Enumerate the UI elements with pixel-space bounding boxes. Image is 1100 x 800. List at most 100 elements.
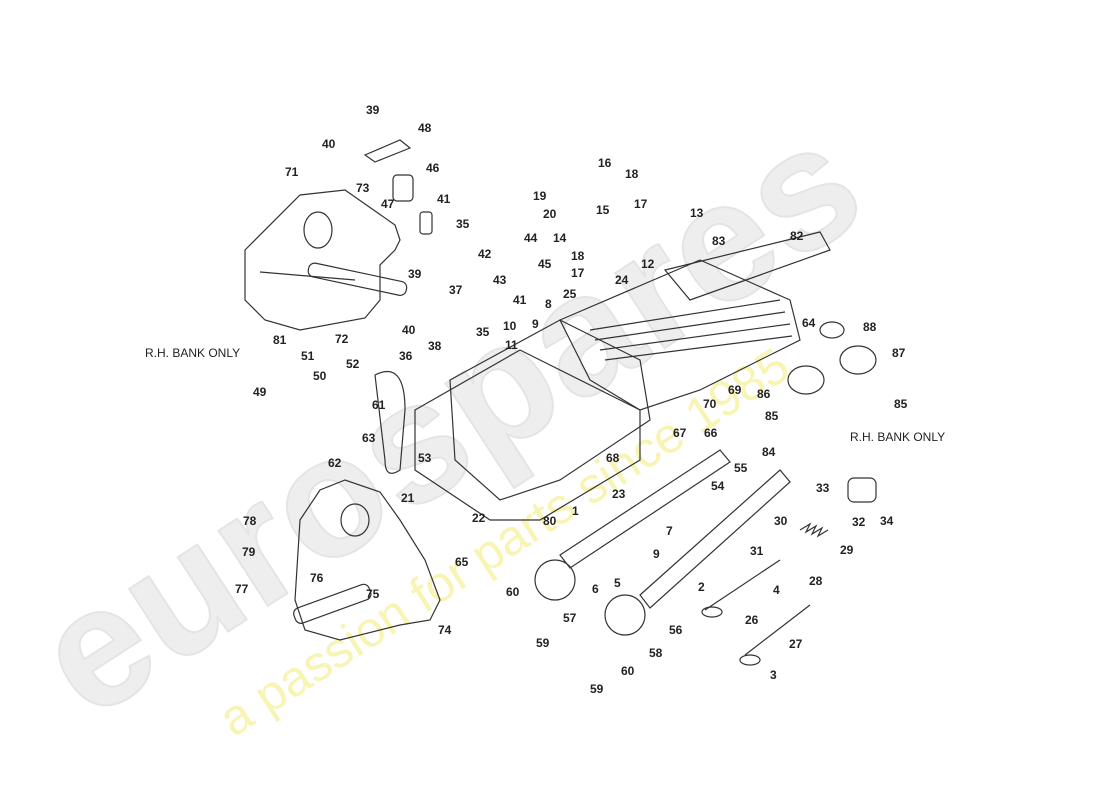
callout-48[interactable]: 48	[418, 121, 432, 135]
callout-39b[interactable]: 39	[408, 267, 422, 281]
callout-80[interactable]: 80	[543, 514, 557, 528]
callout-35b[interactable]: 35	[476, 325, 490, 339]
callout-68[interactable]: 68	[606, 451, 620, 465]
callout-87[interactable]: 87	[892, 346, 906, 360]
callout-37[interactable]: 37	[449, 283, 463, 297]
callout-71[interactable]: 71	[285, 165, 299, 179]
callout-67[interactable]: 67	[673, 426, 687, 440]
callout-78[interactable]: 78	[243, 514, 257, 528]
callout-54[interactable]: 54	[711, 479, 725, 493]
callout-6[interactable]: 6	[592, 582, 599, 596]
callout-82[interactable]: 82	[790, 229, 804, 243]
callout-77[interactable]: 77	[235, 582, 249, 596]
callout-42[interactable]: 42	[478, 247, 492, 261]
callout-75[interactable]: 75	[366, 587, 380, 601]
callout-9[interactable]: 9	[532, 317, 539, 331]
callout-58[interactable]: 58	[649, 646, 663, 660]
callout-23[interactable]: 23	[612, 487, 626, 501]
callout-65[interactable]: 65	[455, 555, 469, 569]
callout-43[interactable]: 43	[493, 273, 507, 287]
callout-76[interactable]: 76	[310, 571, 324, 585]
callout-22[interactable]: 22	[472, 511, 486, 525]
callout-60b[interactable]: 60	[621, 664, 635, 678]
camshaft-exhaust	[639, 469, 791, 609]
callout-45[interactable]: 45	[538, 257, 552, 271]
callout-36[interactable]: 36	[399, 349, 413, 363]
callout-64[interactable]: 64	[802, 316, 816, 330]
callout-30[interactable]: 30	[774, 514, 788, 528]
callout-26[interactable]: 26	[745, 613, 759, 627]
callout-85[interactable]: 85	[765, 409, 779, 423]
oil-cap-86	[787, 365, 825, 395]
callout-20[interactable]: 20	[543, 207, 557, 221]
callout-32[interactable]: 32	[852, 515, 866, 529]
callout-33[interactable]: 33	[816, 481, 830, 495]
callout-62[interactable]: 62	[328, 456, 342, 470]
callout-61[interactable]: 61	[372, 398, 386, 412]
callout-34[interactable]: 34	[880, 514, 894, 528]
callout-9b[interactable]: 9	[653, 547, 660, 561]
callout-40b[interactable]: 40	[402, 323, 416, 337]
callout-69[interactable]: 69	[728, 383, 742, 397]
callout-81[interactable]: 81	[273, 333, 287, 347]
callout-25[interactable]: 25	[563, 287, 577, 301]
callout-8[interactable]: 8	[545, 297, 552, 311]
callout-52[interactable]: 52	[346, 357, 360, 371]
callout-55[interactable]: 55	[734, 461, 748, 475]
callout-12[interactable]: 12	[641, 257, 655, 271]
callout-13[interactable]: 13	[690, 206, 704, 220]
callout-27[interactable]: 27	[789, 637, 803, 651]
callout-84[interactable]: 84	[762, 445, 776, 459]
callout-10[interactable]: 10	[503, 319, 517, 333]
callout-39[interactable]: 39	[366, 103, 380, 117]
callout-41b[interactable]: 41	[513, 293, 527, 307]
callout-16[interactable]: 16	[598, 156, 612, 170]
callout-17[interactable]: 17	[634, 197, 648, 211]
callout-38[interactable]: 38	[428, 339, 442, 353]
callout-50[interactable]: 50	[313, 369, 327, 383]
callout-18b[interactable]: 18	[571, 249, 585, 263]
callout-17b[interactable]: 17	[571, 266, 585, 280]
callout-73[interactable]: 73	[356, 181, 370, 195]
callout-46[interactable]: 46	[426, 161, 440, 175]
callout-56[interactable]: 56	[669, 623, 683, 637]
callout-49[interactable]: 49	[253, 385, 267, 399]
callout-70[interactable]: 70	[703, 397, 717, 411]
callout-41[interactable]: 41	[437, 192, 451, 206]
callout-28[interactable]: 28	[809, 574, 823, 588]
callout-4[interactable]: 4	[773, 583, 780, 597]
callout-57[interactable]: 57	[563, 611, 577, 625]
callout-1[interactable]: 1	[572, 504, 579, 518]
callout-63[interactable]: 63	[362, 431, 376, 445]
callout-35[interactable]: 35	[456, 217, 470, 231]
callout-47[interactable]: 47	[381, 197, 395, 211]
callout-51[interactable]: 51	[301, 349, 315, 363]
callout-14[interactable]: 14	[553, 231, 567, 245]
callout-15[interactable]: 15	[596, 203, 610, 217]
callout-2[interactable]: 2	[698, 580, 705, 594]
callout-59[interactable]: 59	[536, 636, 550, 650]
callout-5[interactable]: 5	[614, 576, 621, 590]
callout-60[interactable]: 60	[506, 585, 520, 599]
callout-74[interactable]: 74	[438, 623, 452, 637]
callout-88[interactable]: 88	[863, 320, 877, 334]
callout-44[interactable]: 44	[524, 231, 538, 245]
callout-79[interactable]: 79	[242, 545, 256, 559]
callout-59b[interactable]: 59	[590, 682, 604, 696]
callout-19[interactable]: 19	[533, 189, 547, 203]
callout-83[interactable]: 83	[712, 234, 726, 248]
callout-18[interactable]: 18	[625, 167, 639, 181]
callout-7[interactable]: 7	[666, 524, 673, 538]
callout-24[interactable]: 24	[615, 273, 629, 287]
callout-53[interactable]: 53	[418, 451, 432, 465]
callout-86[interactable]: 86	[757, 387, 771, 401]
callout-40[interactable]: 40	[322, 137, 336, 151]
callout-66[interactable]: 66	[704, 426, 718, 440]
callout-21[interactable]: 21	[401, 491, 415, 505]
callout-31[interactable]: 31	[750, 544, 764, 558]
callout-29[interactable]: 29	[840, 543, 854, 557]
callout-72[interactable]: 72	[335, 332, 349, 346]
callout-3[interactable]: 3	[770, 668, 777, 682]
callout-85b[interactable]: 85	[894, 397, 908, 411]
callout-11[interactable]: 11	[505, 338, 518, 352]
